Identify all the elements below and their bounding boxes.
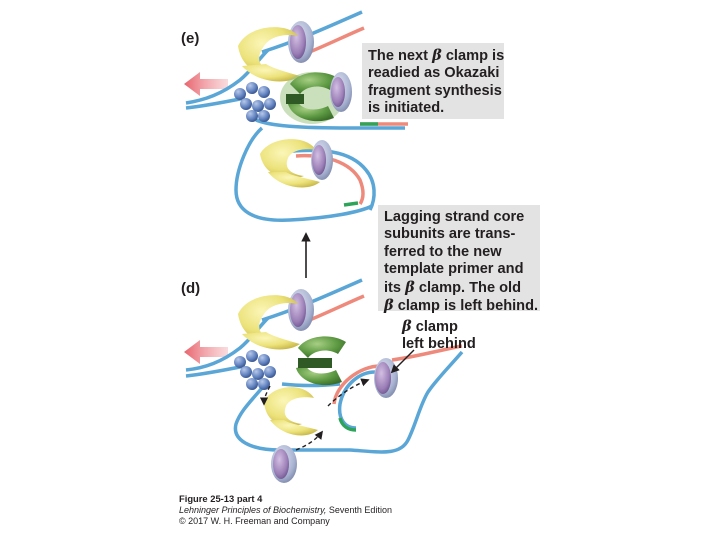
- caption-text: its: [384, 279, 406, 296]
- panel-label-e: (e): [181, 30, 200, 47]
- caption-line: ferred to the new: [384, 243, 502, 260]
- beta-symbol: β: [384, 297, 394, 315]
- beta-symbol: β: [432, 47, 442, 64]
- beta-clamp: [311, 140, 333, 180]
- panel-d: [184, 278, 464, 483]
- callout-line: β clamp: [402, 318, 476, 336]
- callout-text: clamp: [411, 319, 458, 335]
- beta-clamp: [271, 445, 297, 483]
- polymerase-core: [238, 295, 300, 350]
- caption-line: fragment synthesis: [368, 82, 502, 99]
- fork-direction-arrow: [184, 340, 228, 364]
- caption-box-d: Lagging strand core subunits are trans- …: [378, 205, 540, 314]
- caption-line: its β clamp. The old: [384, 279, 534, 297]
- polymerase-core: [238, 27, 300, 82]
- book-edition: Seventh Edition: [326, 504, 392, 515]
- figure-number: Figure 25-13 part 4: [179, 493, 263, 504]
- caption-text: The next: [368, 48, 433, 64]
- beta-clamp: [288, 21, 314, 63]
- beta-clamp: [288, 289, 314, 331]
- caption-text: clamp is: [441, 48, 505, 64]
- callout-arrow: [390, 349, 415, 374]
- callout-line: left behind: [402, 336, 476, 352]
- beta-symbol: β: [405, 278, 415, 296]
- fork-direction-arrow: [184, 72, 228, 96]
- copyright: © 2017 W. H. Freeman and Company: [179, 516, 330, 526]
- book-title-line: Lehninger Principles of Biochemistry, Se…: [179, 505, 392, 517]
- lagging-strand: [233, 344, 464, 454]
- caption-line: is initiated.: [368, 100, 445, 117]
- caption-line: readied as Okazaki: [368, 65, 500, 82]
- helicase-ring: [234, 82, 276, 122]
- caption-line: template primer and: [384, 261, 524, 278]
- panel-e: [184, 10, 408, 222]
- panel-label-d: (d): [181, 280, 201, 297]
- beta-symbol: β: [402, 318, 412, 335]
- helicase-ring: [234, 350, 276, 390]
- polymerase-core: [264, 387, 318, 436]
- caption-text: clamp is left behind.: [393, 298, 539, 315]
- caption-line: Lagging strand core: [384, 209, 525, 225]
- polymerase-core: [260, 139, 320, 188]
- figure-credit: Figure 25-13 part 4 Lehninger Principles…: [179, 493, 392, 528]
- clamp-loader: [280, 72, 344, 124]
- caption-box-e: The next β clamp is readied as Okazaki f…: [362, 43, 504, 119]
- caption-text: clamp. The old: [414, 279, 522, 296]
- caption-line: The next β clamp is: [368, 47, 504, 65]
- clamp-loader: [296, 336, 346, 386]
- transfer-arrow: [259, 378, 370, 451]
- beta-clamp-left-behind: [374, 358, 398, 398]
- caption-line: β clamp is left behind.: [384, 297, 538, 315]
- book-title: Lehninger Principles of Biochemistry,: [179, 504, 327, 515]
- beta-clamp: [330, 72, 352, 112]
- clamp-left-behind-label: β clamp left behind: [402, 318, 476, 353]
- caption-line: subunits are trans-: [384, 226, 516, 243]
